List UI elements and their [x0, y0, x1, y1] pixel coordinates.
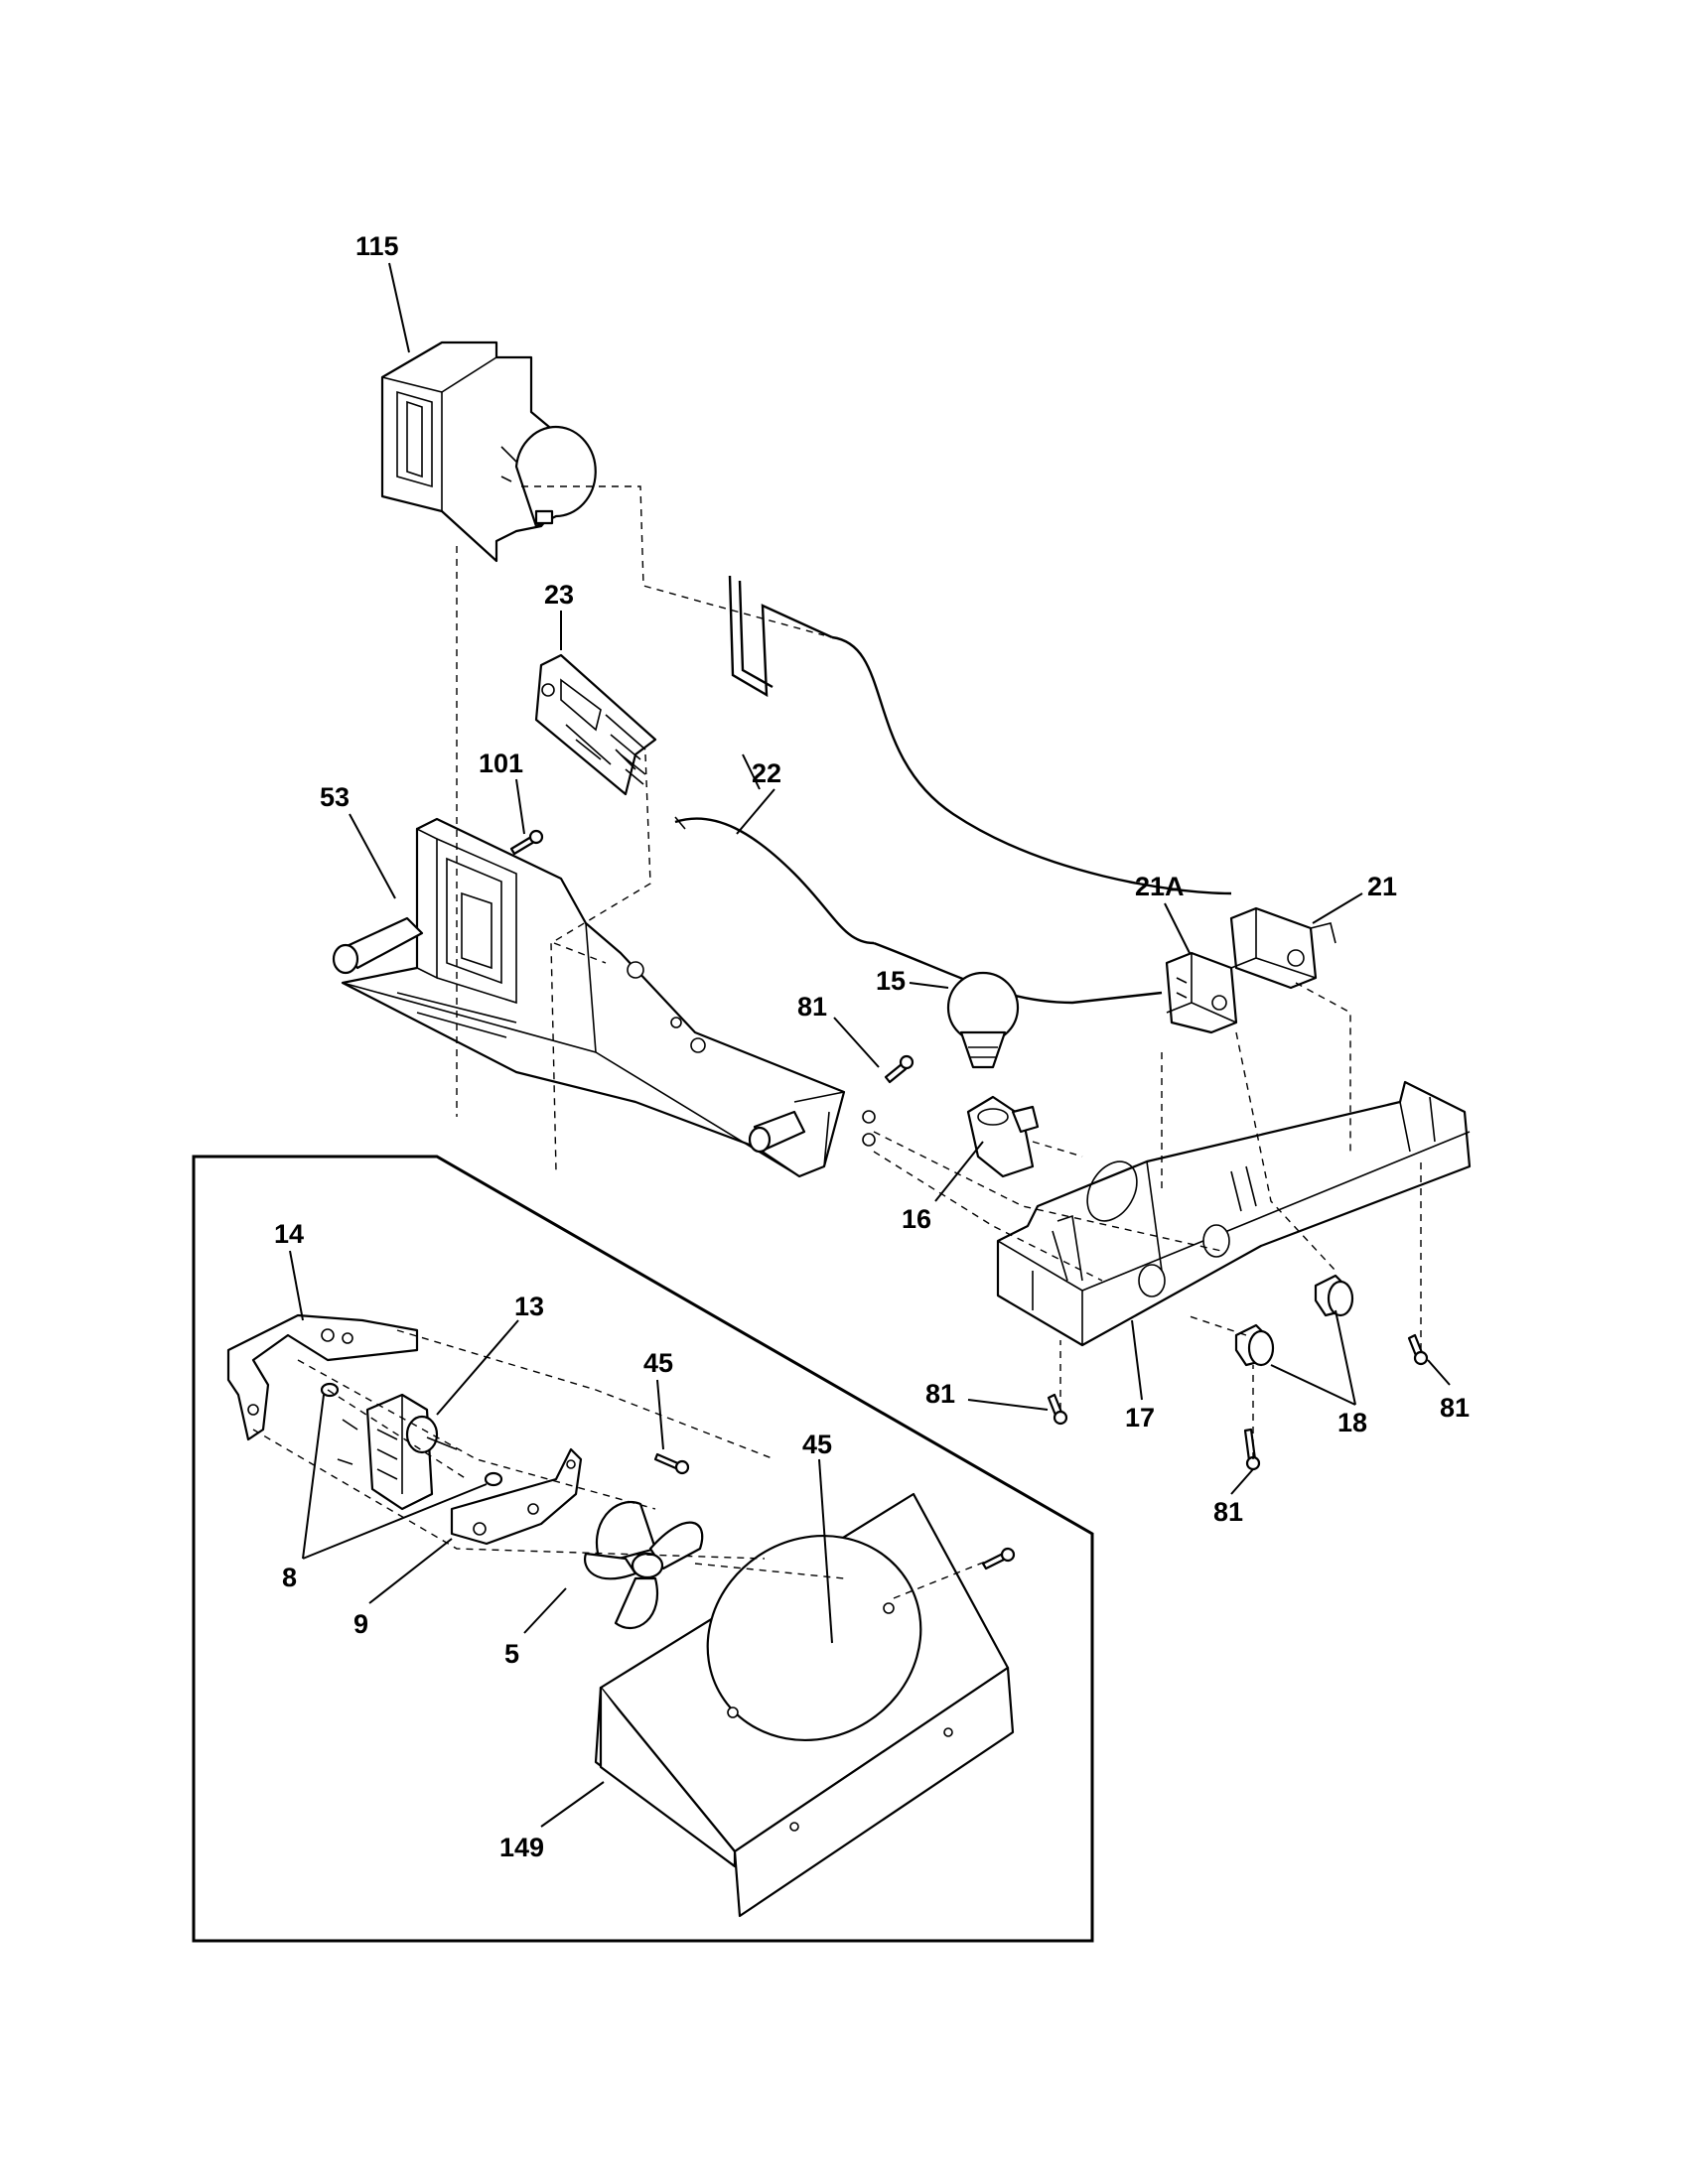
callout-22: 22	[752, 758, 781, 788]
part-9-bracket	[450, 1447, 583, 1546]
callout-81-mid: 81	[925, 1379, 955, 1409]
inset-frame	[192, 1155, 1094, 1943]
callout-23: 23	[544, 580, 574, 610]
part-81-screw-b	[1047, 1393, 1068, 1426]
part-45-screw-a	[653, 1452, 690, 1475]
part-18-knob-a	[1234, 1323, 1275, 1367]
part-21A-switch	[1165, 951, 1238, 1034]
part-16-socket	[966, 1095, 1040, 1178]
part-81-screw-upper	[884, 1054, 914, 1084]
callout-21A: 21A	[1135, 872, 1185, 901]
callout-45-left: 45	[643, 1348, 673, 1378]
part-81-screw-c	[1243, 1428, 1261, 1471]
callout-13: 13	[514, 1292, 544, 1321]
callout-labels: 115 23 101 53 22 21A 21 15 81 16 17 18 8…	[274, 231, 1470, 1862]
part-18-knob-b	[1314, 1274, 1354, 1317]
part-45-screw-c	[981, 1547, 1016, 1570]
part-13-motor	[337, 1393, 458, 1511]
callout-149: 149	[499, 1833, 544, 1862]
callout-18: 18	[1337, 1408, 1367, 1437]
leader-lines	[289, 262, 1451, 1828]
callout-14: 14	[274, 1219, 304, 1249]
callout-15: 15	[876, 966, 906, 996]
part-115-housing	[380, 341, 597, 563]
callout-115: 115	[355, 231, 399, 261]
callout-81-right: 81	[1440, 1393, 1470, 1423]
callout-45-center: 45	[802, 1430, 832, 1459]
callout-81-upper: 81	[797, 992, 827, 1022]
part-5-fan-blade	[584, 1501, 704, 1629]
part-149-fan-shroud	[594, 1492, 1015, 1918]
part-14-bracket	[226, 1313, 419, 1441]
part-15-bulb	[946, 971, 1020, 1069]
callout-9: 9	[353, 1609, 368, 1639]
callout-17: 17	[1125, 1403, 1155, 1433]
part-23-control-board	[534, 653, 657, 796]
callout-8: 8	[282, 1563, 297, 1592]
part-101-screw	[509, 829, 544, 856]
callout-16: 16	[902, 1204, 931, 1234]
callout-81-bottom: 81	[1213, 1497, 1243, 1527]
callout-5: 5	[504, 1639, 519, 1669]
part-53-bracket	[332, 817, 876, 1178]
part-81-screw-d	[1407, 1333, 1429, 1366]
part-21-switch	[1229, 906, 1336, 990]
part-8-grommets	[320, 1382, 503, 1487]
callout-53: 53	[320, 782, 350, 812]
callout-21: 21	[1367, 872, 1397, 901]
alignment-lines	[252, 485, 1422, 1599]
part-17-housing	[996, 1080, 1472, 1347]
callout-101: 101	[479, 749, 523, 778]
